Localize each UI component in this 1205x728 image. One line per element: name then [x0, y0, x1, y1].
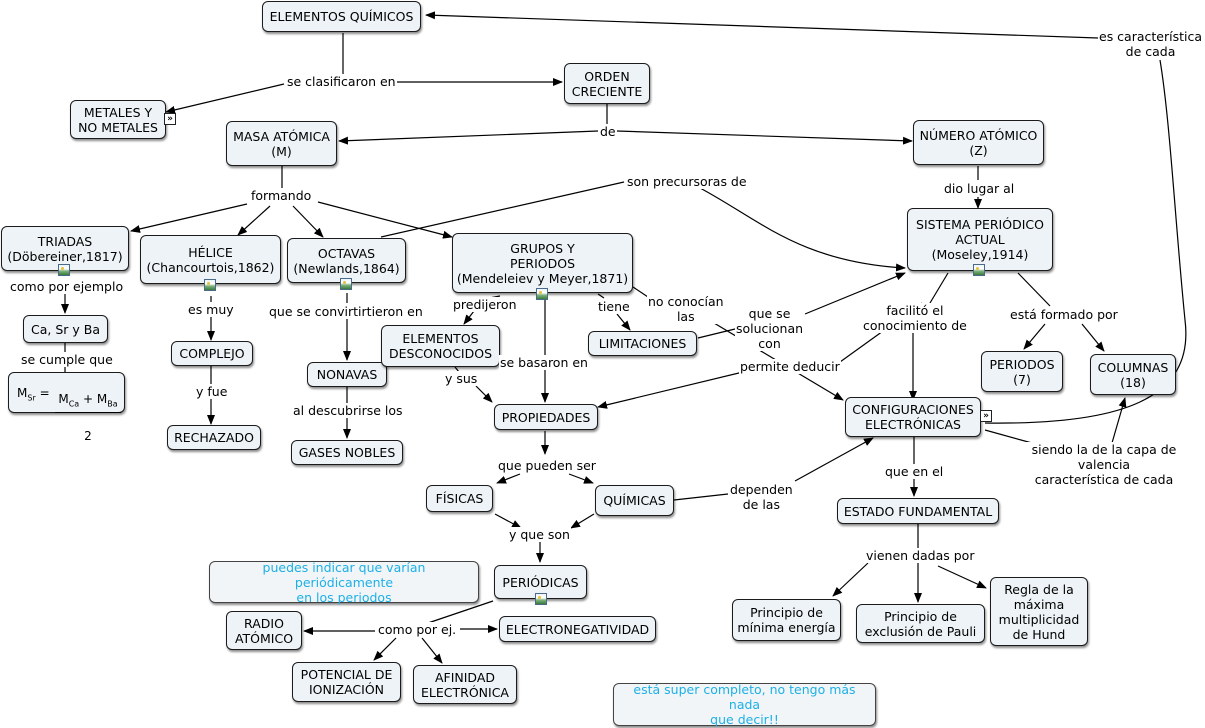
label-siendo: siendo la de la capa de valencia caracte… — [1003, 442, 1205, 487]
node-grupos-periodos[interactable]: GRUPOS Y PERIODOS (Mendeleiev y Meyer,18… — [452, 233, 633, 293]
node-sistema-periodico[interactable]: SISTEMA PERIÓDICO ACTUAL (Moseley,1914) — [907, 208, 1053, 271]
label-y-fue: y fue — [195, 384, 229, 399]
node-gases-nobles[interactable]: GASES NOBLES — [291, 440, 403, 465]
image-icon[interactable] — [58, 264, 70, 276]
node-radio-atomico[interactable]: RADIO ATÓMICO — [226, 611, 302, 650]
label-dio-lugar: dio lugar al — [943, 181, 1016, 196]
label-predijeron: predijeron — [452, 297, 518, 312]
node-quimicas[interactable]: QUÍMICAS — [595, 485, 674, 516]
label-que-en-el: que en el — [884, 464, 945, 479]
node-columnas[interactable]: COLUMNAS (18) — [1090, 354, 1176, 395]
image-icon[interactable] — [340, 278, 352, 290]
label-es-caracteristica: es característica de cada — [1098, 29, 1204, 59]
label-formando: formando — [250, 188, 313, 203]
expand-icon[interactable]: » — [164, 113, 176, 125]
node-formula[interactable]: MSr = MCa + MBa 2 — [8, 372, 126, 443]
formula-eq: = — [39, 386, 50, 400]
node-propiedades[interactable]: PROPIEDADES — [494, 404, 598, 430]
node-elementos-desconocidos[interactable]: ELEMENTOS DESCONOCIDOS — [381, 325, 500, 367]
image-icon[interactable] — [973, 264, 985, 276]
node-orden-creciente[interactable]: ORDEN CRECIENTE — [564, 63, 650, 104]
label-que-pueden-ser: que pueden ser — [497, 458, 597, 473]
node-configuraciones[interactable]: CONFIGURACIONES ELECTRÓNICAS — [845, 397, 981, 437]
formula-lhs-sub: Sr — [27, 393, 36, 403]
label-vienen-dadas: vienen dadas por — [865, 548, 976, 563]
image-icon[interactable] — [204, 279, 216, 291]
formula-a: M — [58, 392, 69, 406]
formula-numerator: MCa + MBa — [55, 392, 121, 414]
node-rechazado[interactable]: RECHAZADO — [167, 425, 261, 450]
label-es-muy: es muy — [187, 302, 235, 317]
label-y-sus: y sus — [444, 371, 479, 386]
label-al-descubrirse: al descubrirse los — [292, 403, 404, 418]
label-se-basaron: se basaron en — [499, 355, 589, 370]
label-convirtieron: que se convirtirtieron en — [268, 304, 424, 319]
label-de: de — [599, 124, 617, 139]
label-dependen: dependen de las — [729, 482, 794, 512]
label-y-que-son: y que son — [508, 527, 571, 542]
label-no-conocian: no conocían las — [647, 294, 725, 324]
label-tiene: tiene — [597, 299, 631, 314]
node-afinidad-electronica[interactable]: AFINIDAD ELECTRÓNICA — [413, 665, 517, 704]
node-octavas[interactable]: OCTAVAS (Newlands,1864) — [287, 238, 406, 283]
node-nonavas[interactable]: NONAVAS — [307, 362, 387, 387]
node-triadas[interactable]: TRIADAS (Döbereiner,1817) — [1, 226, 129, 271]
label-como-por-ejemplo: como por ejemplo — [9, 279, 125, 294]
node-limitaciones[interactable]: LIMITACIONES — [588, 331, 697, 356]
label-se-cumple: se cumple que — [20, 352, 114, 367]
node-exclusion-pauli[interactable]: Principio de exclusión de Pauli — [856, 604, 985, 643]
formula-msr: MSr = MCa + MBa 2 — [9, 373, 126, 443]
formula-a-sub: Ca — [68, 399, 80, 409]
node-periodicas[interactable]: PERIÓDICAS — [494, 565, 587, 599]
node-complejo[interactable]: COMPLEJO — [171, 341, 253, 366]
node-helice[interactable]: HÉLICE (Chancourtois,1862) — [140, 235, 281, 284]
formula-plus: + — [79, 392, 97, 406]
node-masa-atomica[interactable]: MASA ATÓMICA (M) — [226, 121, 337, 166]
label-formado-por: está formado por — [1009, 307, 1119, 322]
image-icon[interactable] — [535, 593, 547, 605]
label-como-por-ej: como por ej. — [377, 622, 458, 637]
formula-denominator: 2 — [84, 429, 92, 444]
node-potencial-ionizacion[interactable]: POTENCIAL DE IONIZACIÓN — [292, 662, 401, 702]
node-elementos-quimicos[interactable]: ELEMENTOS QUÍMICOS — [262, 1, 421, 32]
node-estado-fundamental[interactable]: ESTADO FUNDAMENTAL — [837, 498, 999, 524]
note-varian-periodicamente[interactable]: puedes indicar que varían periódicamente… — [209, 560, 479, 605]
label-se-clasificaron: se clasificaron en — [286, 74, 397, 89]
label-que-se-solucionan: que se solucionan con — [735, 306, 805, 351]
note-super-completo[interactable]: está super completo, no tengo más nada q… — [613, 682, 876, 727]
node-regla-hund[interactable]: Regla de la máxima multiplicidad de Hund — [990, 577, 1088, 646]
node-numero-atomico[interactable]: NÚMERO ATÓMICO (Z) — [913, 120, 1044, 165]
image-icon[interactable] — [536, 288, 548, 300]
node-ca-sr-ba[interactable]: Ca, Sr y Ba — [23, 315, 108, 343]
formula-b: M — [96, 392, 108, 406]
label-facilito: facilitó el conocimiento de — [862, 303, 968, 333]
formula-lhs: M — [17, 386, 28, 400]
node-minima-energia[interactable]: Principio de mínima energía — [732, 599, 841, 641]
node-electronegatividad[interactable]: ELECTRONEGATIVIDAD — [499, 616, 656, 642]
formula-b-sub: Ba — [107, 399, 118, 409]
node-periodos[interactable]: PERIODOS (7) — [981, 351, 1063, 392]
node-metales-no-metales[interactable]: METALES Y NO METALES — [70, 100, 166, 139]
expand-icon[interactable]: » — [980, 410, 992, 422]
label-permite-deducir: permite deducir — [739, 359, 841, 374]
label-son-precursoras: son precursoras de — [626, 174, 748, 189]
node-fisicas[interactable]: FÍSICAS — [426, 485, 493, 512]
